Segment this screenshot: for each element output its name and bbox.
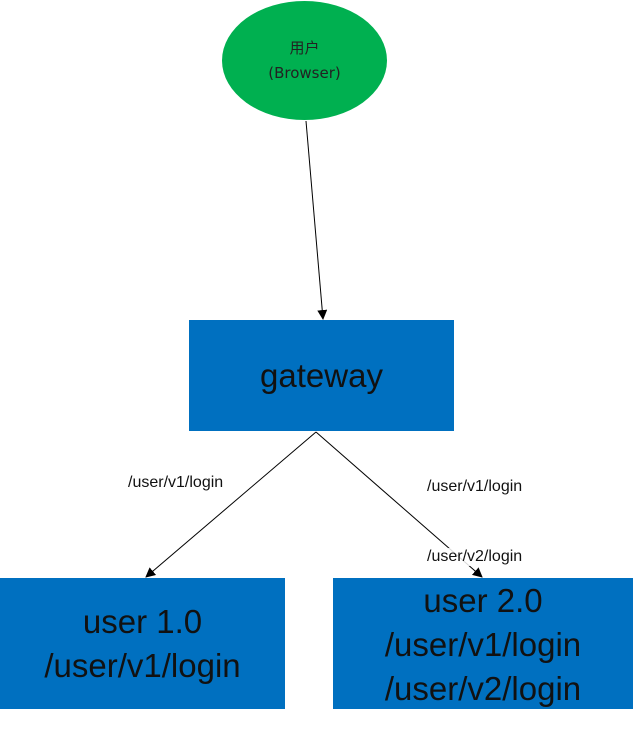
user2-route-v1: /user/v1/login <box>384 626 582 663</box>
user-v1-service-node: user 1.0 /user/v1/login <box>0 578 285 709</box>
edge-label-right-v1: /user/v1/login <box>427 478 523 496</box>
user1-route: /user/v1/login <box>44 646 241 684</box>
user1-title: user 1.0 <box>82 602 203 640</box>
user-v2-service-node: user 2.0 /user/v1/login /user/v2/login <box>333 578 633 709</box>
user-browser-node: 用户 (Browser) <box>222 1 387 120</box>
user-node-title: 用户 <box>289 38 320 57</box>
edge-label-left: /user/v1/login <box>128 474 224 492</box>
user-node-subtitle: (Browser) <box>268 63 341 82</box>
user2-title: user 2.0 <box>423 582 543 619</box>
edge-label-right-v2: /user/v2/login <box>427 548 523 566</box>
edge-user-to-gateway <box>305 120 328 320</box>
gateway-node: gateway <box>189 320 454 431</box>
edge-gateway-to-user1 <box>145 431 317 578</box>
user2-route-v2: /user/v2/login <box>384 670 582 707</box>
gateway-label: gateway <box>260 356 383 394</box>
